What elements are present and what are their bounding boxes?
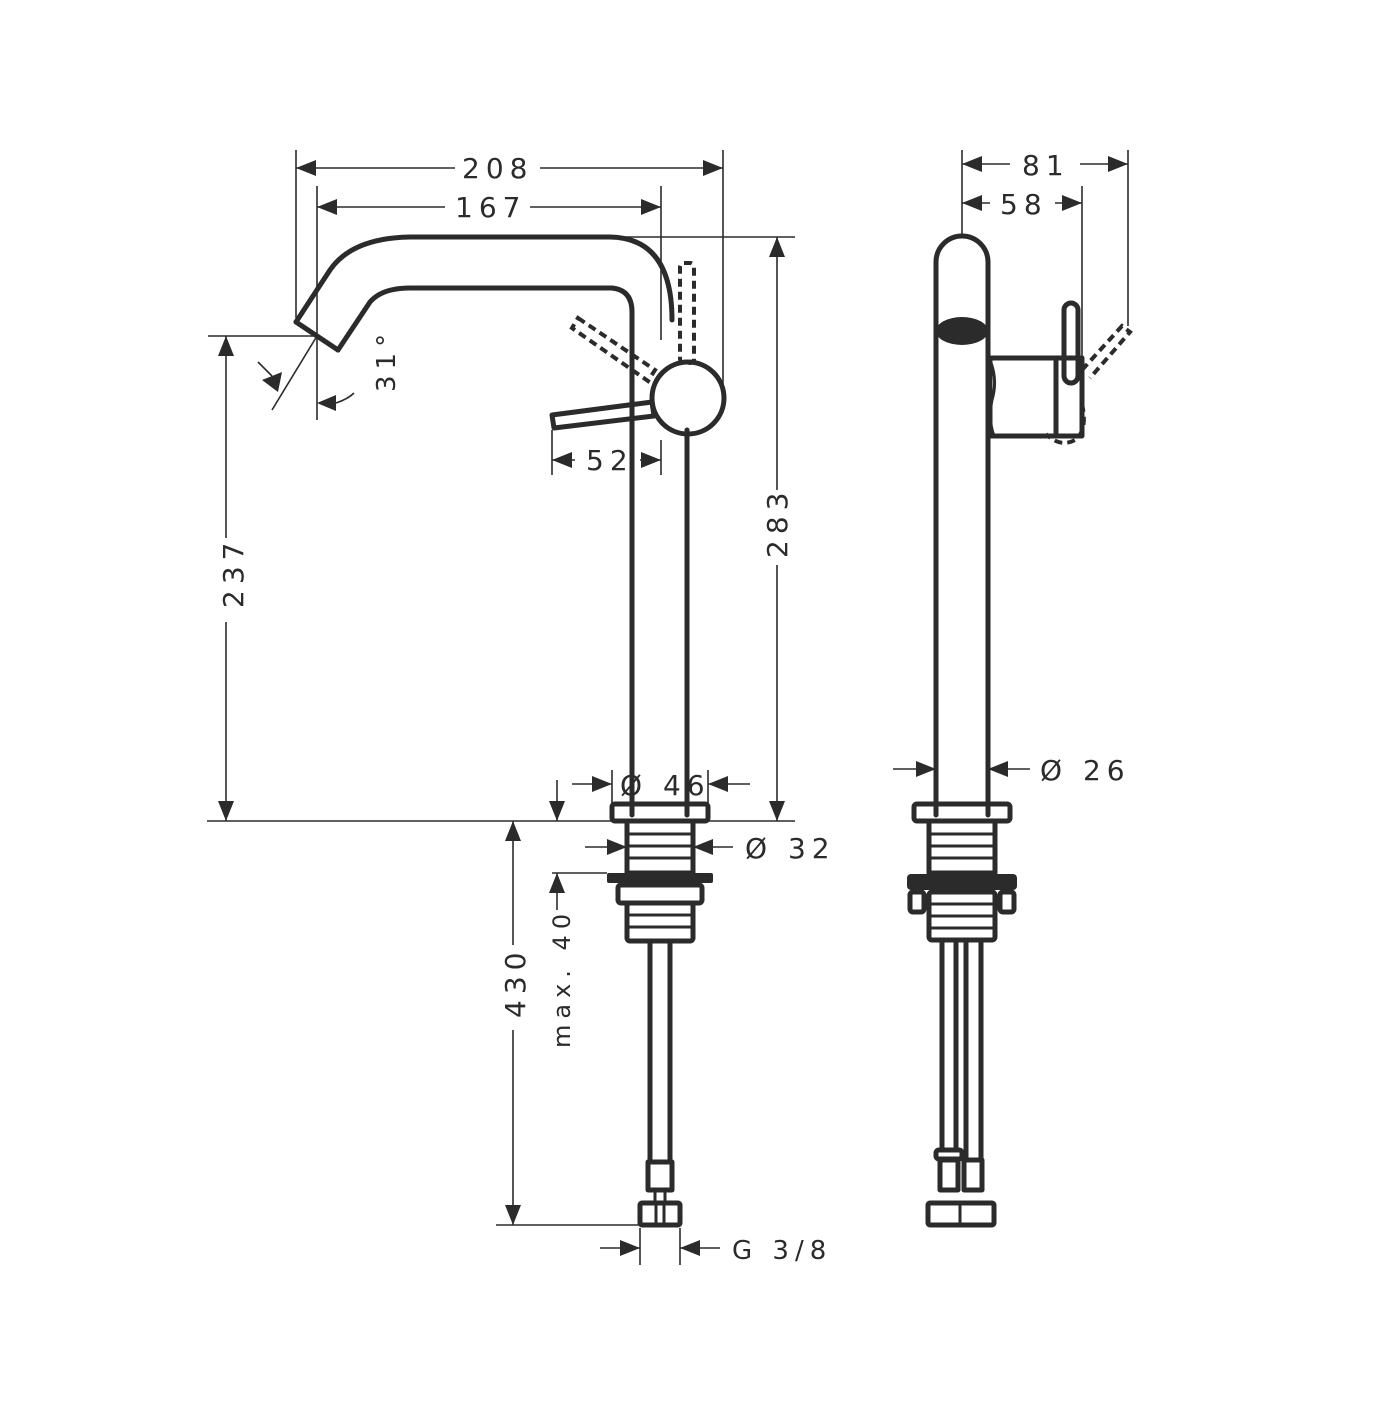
dim-thread-diameter: Ø 32 [745,832,836,865]
front-dimension-labels: 208 167 31° 52 237 283 Ø 46 Ø 32 max. 40… [217,152,836,1266]
dim-base-diameter: Ø 46 [620,769,711,802]
front-view-faucet [293,234,727,1228]
front-dimension-lines [207,150,795,1265]
dim-overall-depth: 81 [1022,149,1070,182]
dim-lever-depth: 58 [1000,188,1048,221]
side-view-faucet [907,233,1133,1228]
dim-total-height: 283 [761,487,794,558]
dim-lever-length: 52 [586,444,634,477]
dim-connection-thread: G 3/8 [732,1236,832,1266]
side-dimension-lines [893,150,1129,777]
dim-overall-width: 208 [462,152,533,185]
dim-spout-angle: 31° [372,328,402,392]
dim-body-diameter: Ø 26 [1040,754,1131,787]
dim-hose-length: 430 [499,947,532,1018]
side-dimension-labels: 81 58 Ø 26 [1000,149,1131,787]
dim-spout-reach: 167 [455,191,526,224]
dim-max-counter-thickness: max. 40 [548,908,576,1048]
dim-spout-height: 237 [217,537,250,608]
